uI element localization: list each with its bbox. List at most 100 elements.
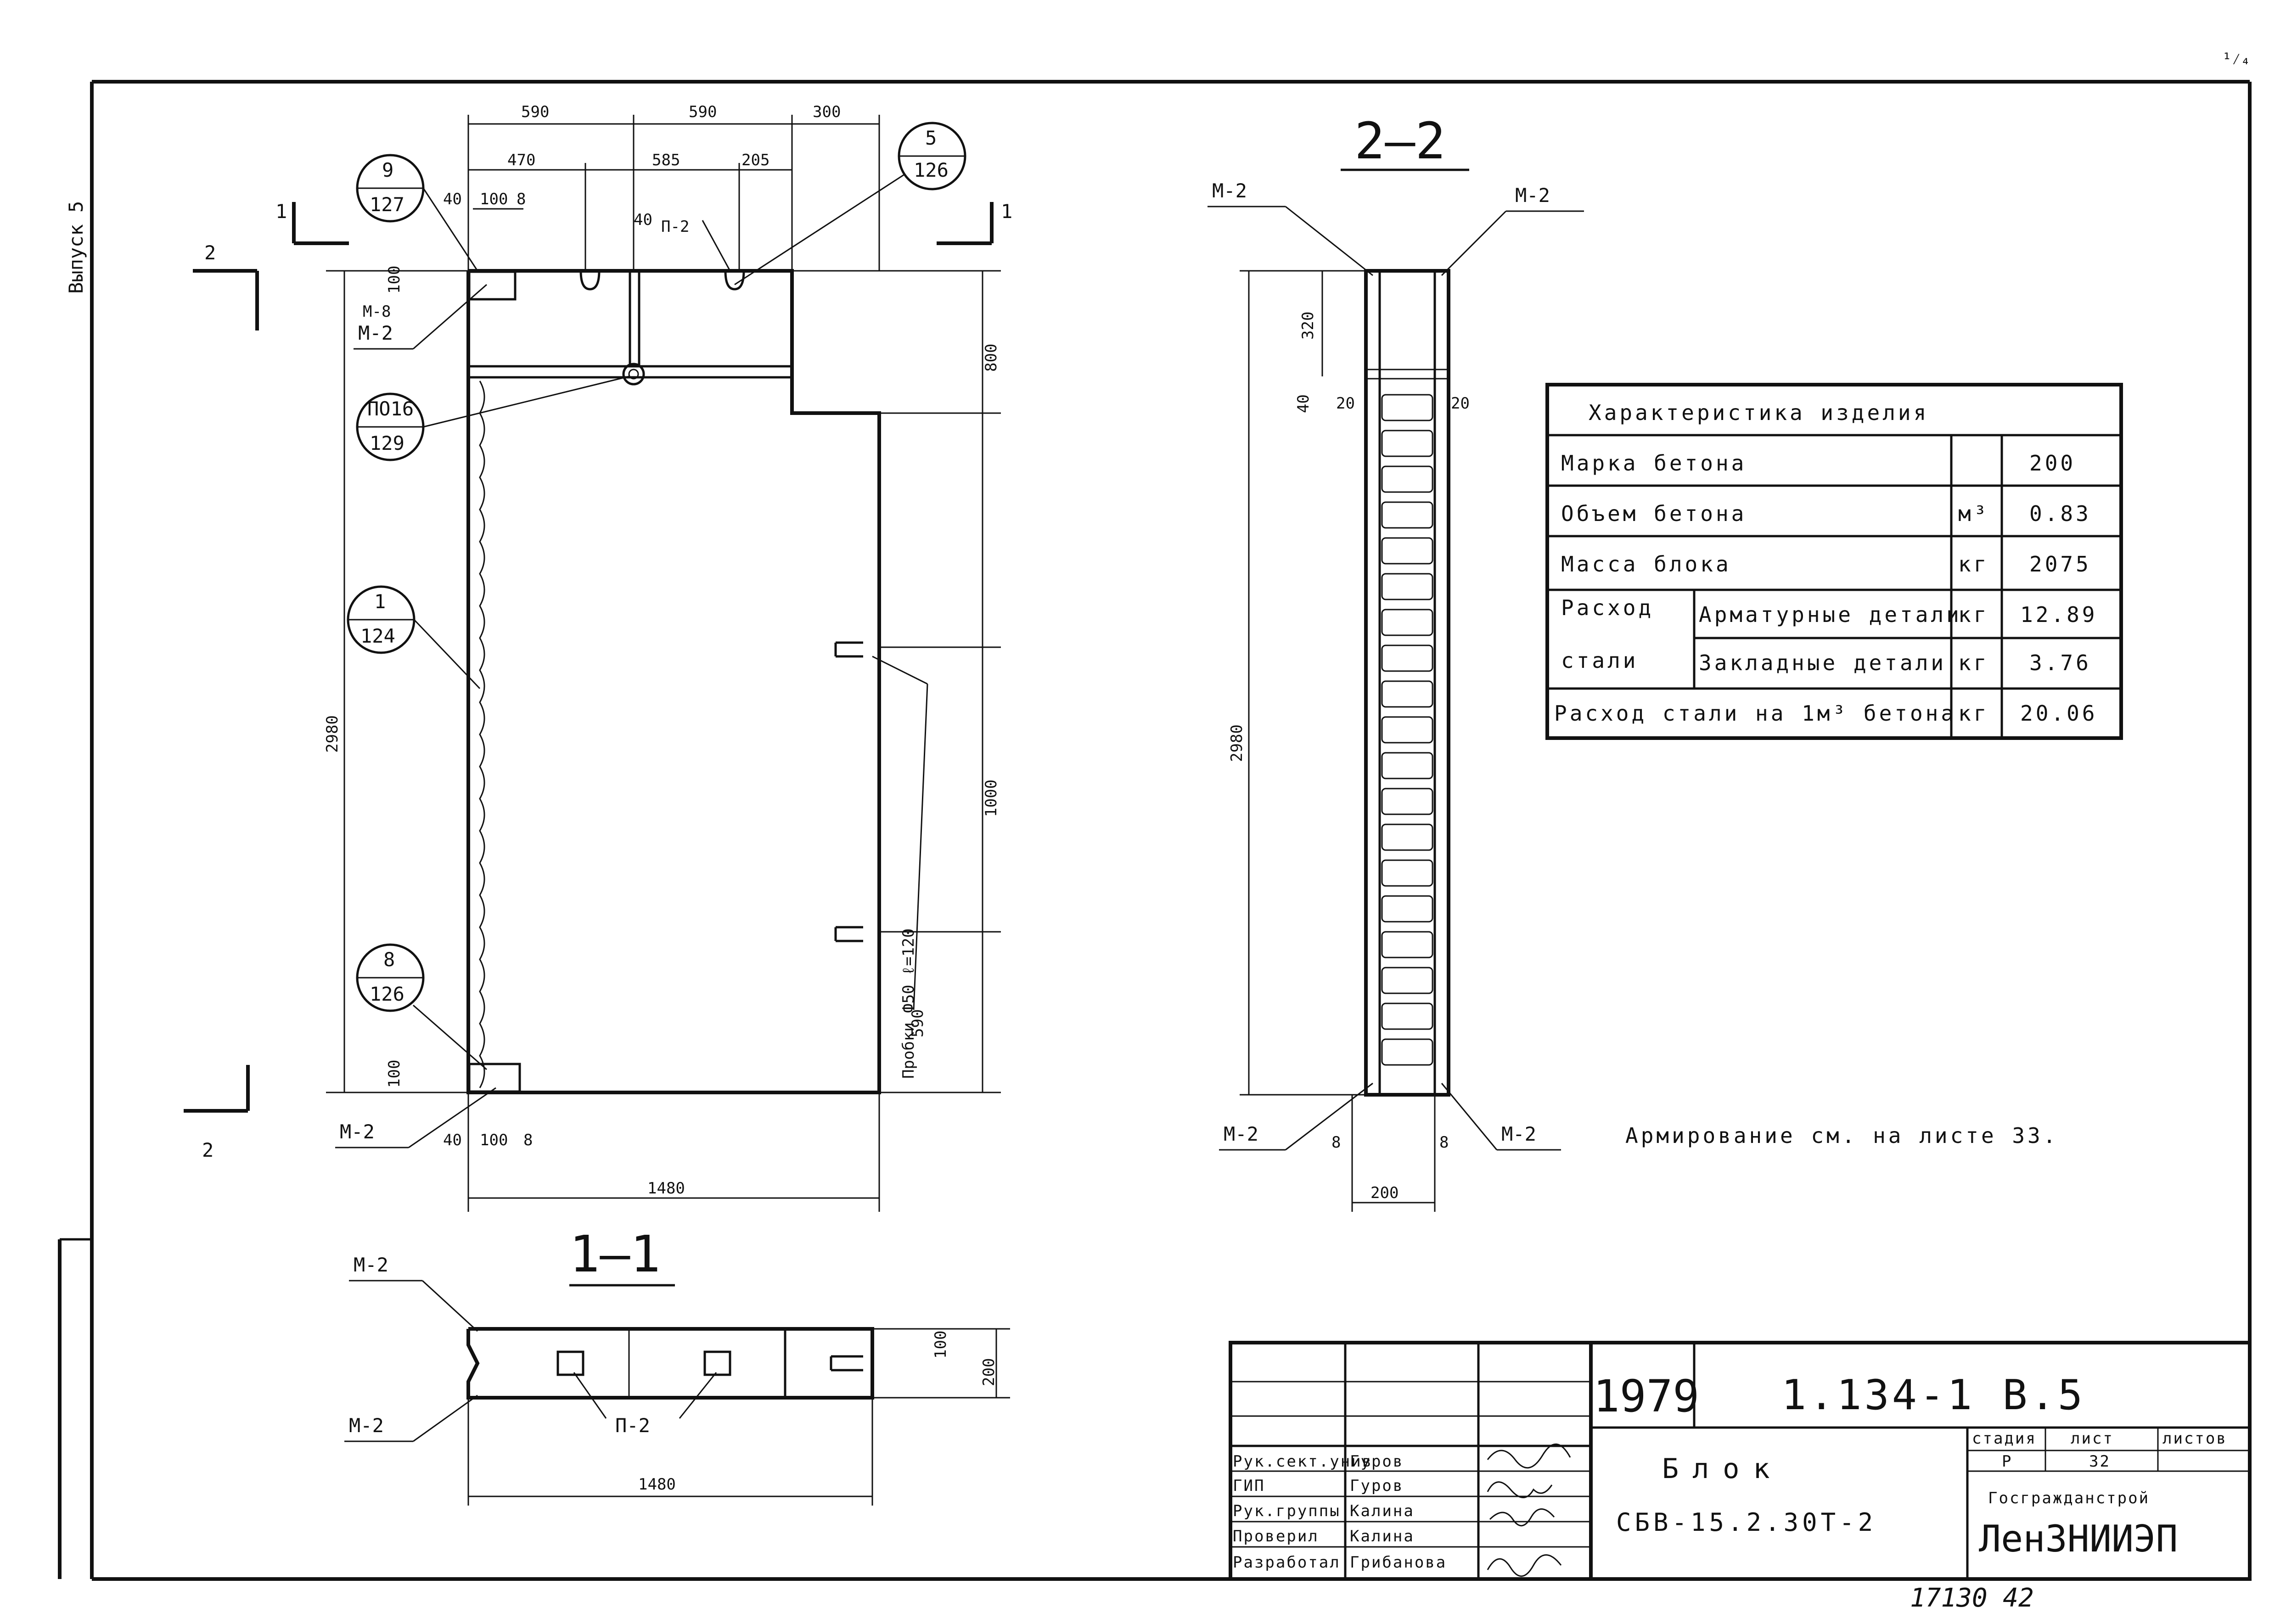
- tb-name-5: Грибанова: [1350, 1553, 1447, 1572]
- row-6-name: Расход стали на 1м³ бетона: [1554, 701, 1956, 726]
- plan-p2-left: [556, 1350, 584, 1376]
- dim-sub-3: 205: [741, 151, 769, 169]
- side-m2-bl: М-2: [1224, 1123, 1258, 1145]
- callout-1-124: 1 124: [347, 585, 481, 689]
- dim-sub-1: 470: [507, 151, 535, 169]
- side-dim-8-right: 8: [1439, 1133, 1449, 1152]
- dim-40-top: 40: [634, 211, 652, 229]
- callout-9-127: 9 127: [356, 154, 478, 271]
- plan-p2-label: П-2: [615, 1414, 650, 1437]
- dim-height-590: 590: [909, 1009, 927, 1037]
- row-5-sub: Закладные детали: [1699, 650, 1946, 675]
- tb-sheets-hdr: листов: [2162, 1429, 2227, 1448]
- dim-left-100-top: 100: [385, 266, 404, 294]
- signature-1: [1487, 1443, 1571, 1469]
- dim-bottom-8: 8: [523, 1131, 533, 1149]
- svg-text:8: 8: [383, 948, 395, 971]
- side-rib: [1381, 430, 1433, 457]
- side-rib: [1381, 823, 1433, 851]
- plug-upper-icon: [834, 641, 863, 658]
- side-ribs: [1381, 394, 1433, 1066]
- plan-dim-100: 100: [932, 1331, 950, 1359]
- side-m2-tr: М-2: [1515, 184, 1550, 207]
- row-1-name: Марка бетона: [1561, 451, 1747, 476]
- svg-text:124: 124: [360, 625, 395, 647]
- row-5-unit: кг: [1958, 650, 1989, 675]
- svg-text:ПО16: ПО16: [367, 398, 414, 420]
- title-block: 1979 1.134-1 В.5 Блок СБВ-15.2.30Т-2 ста…: [1229, 1341, 2252, 1581]
- side-rib: [1381, 788, 1433, 815]
- row-4-sub: Арматурные детали: [1699, 602, 1962, 627]
- side-rib: [1381, 931, 1433, 958]
- side-dim-40: 40: [1294, 394, 1313, 413]
- side-rib: [1381, 716, 1433, 744]
- tb-role-5: Разработал: [1233, 1553, 1341, 1572]
- side-rib: [1381, 752, 1433, 779]
- callout-5-126: 5 126: [734, 122, 966, 286]
- dim-top-3: 300: [813, 103, 841, 121]
- plan-p2-right: [703, 1350, 731, 1376]
- tb-name-3: Калина: [1350, 1502, 1415, 1520]
- signature-2: [1487, 1481, 1553, 1498]
- loop-left-icon: [579, 270, 601, 291]
- dim-bottom-40: 40: [443, 1131, 462, 1149]
- plugs-note: Пробки Ф50 ℓ=120: [899, 929, 918, 1079]
- bottom-stamp: 17130 42: [1910, 1583, 2034, 1613]
- plate-m8: [468, 270, 517, 301]
- side-rib: [1381, 1002, 1433, 1030]
- side-rib: [1381, 537, 1433, 565]
- tb-stage: Р: [2002, 1452, 2012, 1471]
- plan-dim-1480: 1480: [638, 1475, 676, 1494]
- tb-sheet: 32: [2089, 1452, 2111, 1471]
- tb-stage-hdr: стадия: [1972, 1429, 2037, 1448]
- section-1-1-title: 1–1: [569, 1225, 661, 1283]
- mark-m2-bottom: М-2: [340, 1120, 375, 1143]
- dim-bottom-100: 100: [480, 1131, 508, 1149]
- side-rib: [1381, 967, 1433, 994]
- svg-text:5: 5: [925, 127, 937, 149]
- tb-org2: ЛенЗНИИЭП: [1979, 1518, 2178, 1560]
- dim-top-1: 590: [521, 103, 549, 121]
- row-1-value: 200: [2029, 451, 2076, 476]
- elevation-view: 590 590 300 470 585 205 40 100 8 40 П-2 …: [184, 103, 1012, 1212]
- margin-label: Выпуск 5: [65, 201, 87, 294]
- row-3-unit: кг: [1958, 552, 1989, 577]
- side-rib: [1381, 1038, 1433, 1066]
- section-1-1: 1–1 М-2 М-2 П-2 100 200 1480: [344, 1225, 1010, 1506]
- row-2-unit: м³: [1958, 501, 1989, 526]
- tb-product-code: СБВ-15.2.30Т-2: [1616, 1508, 1876, 1537]
- plan-dim-200: 200: [980, 1358, 998, 1386]
- signature-4: [1487, 1554, 1562, 1577]
- plug-lower-icon: [834, 926, 863, 942]
- side-dim-2980: 2980: [1228, 724, 1246, 762]
- side-dim-20-left: 20: [1336, 394, 1355, 413]
- label-p2-top: П-2: [661, 218, 689, 236]
- dim-detail-40: 40: [443, 190, 462, 208]
- tb-role-1: Рук.сект.унив: [1233, 1452, 1373, 1471]
- cut-1-left: 1: [275, 200, 287, 223]
- row-2-name: Объем бетона: [1561, 501, 1747, 526]
- svg-text:126: 126: [914, 159, 949, 181]
- tb-role-2: ГИП: [1233, 1477, 1265, 1495]
- tb-name-1: Гуров: [1350, 1452, 1404, 1471]
- side-rib: [1381, 573, 1433, 600]
- row-4-unit: кг: [1958, 602, 1989, 627]
- dim-detail-100: 100: [480, 190, 508, 208]
- svg-text:127: 127: [370, 193, 404, 216]
- dim-detail-8: 8: [517, 190, 526, 208]
- cut-1-right: 1: [1001, 200, 1012, 223]
- tb-role-4: Проверил: [1233, 1527, 1319, 1546]
- reinforcement-note: Армирование см. на листе 33.: [1625, 1123, 2058, 1148]
- dim-height-800: 800: [982, 344, 1000, 372]
- side-rib: [1381, 394, 1433, 421]
- tb-name: Блок: [1662, 1453, 1784, 1485]
- side-rib: [1381, 680, 1433, 708]
- callout-po16-129: ПО16 129: [356, 375, 629, 461]
- side-rib: [1381, 859, 1433, 887]
- row-3-value: 2075: [2029, 552, 2091, 577]
- dim-height-1000: 1000: [982, 779, 1000, 817]
- tb-org1: Госгражданстрой: [1988, 1489, 2150, 1507]
- signature-3: [1489, 1508, 1555, 1527]
